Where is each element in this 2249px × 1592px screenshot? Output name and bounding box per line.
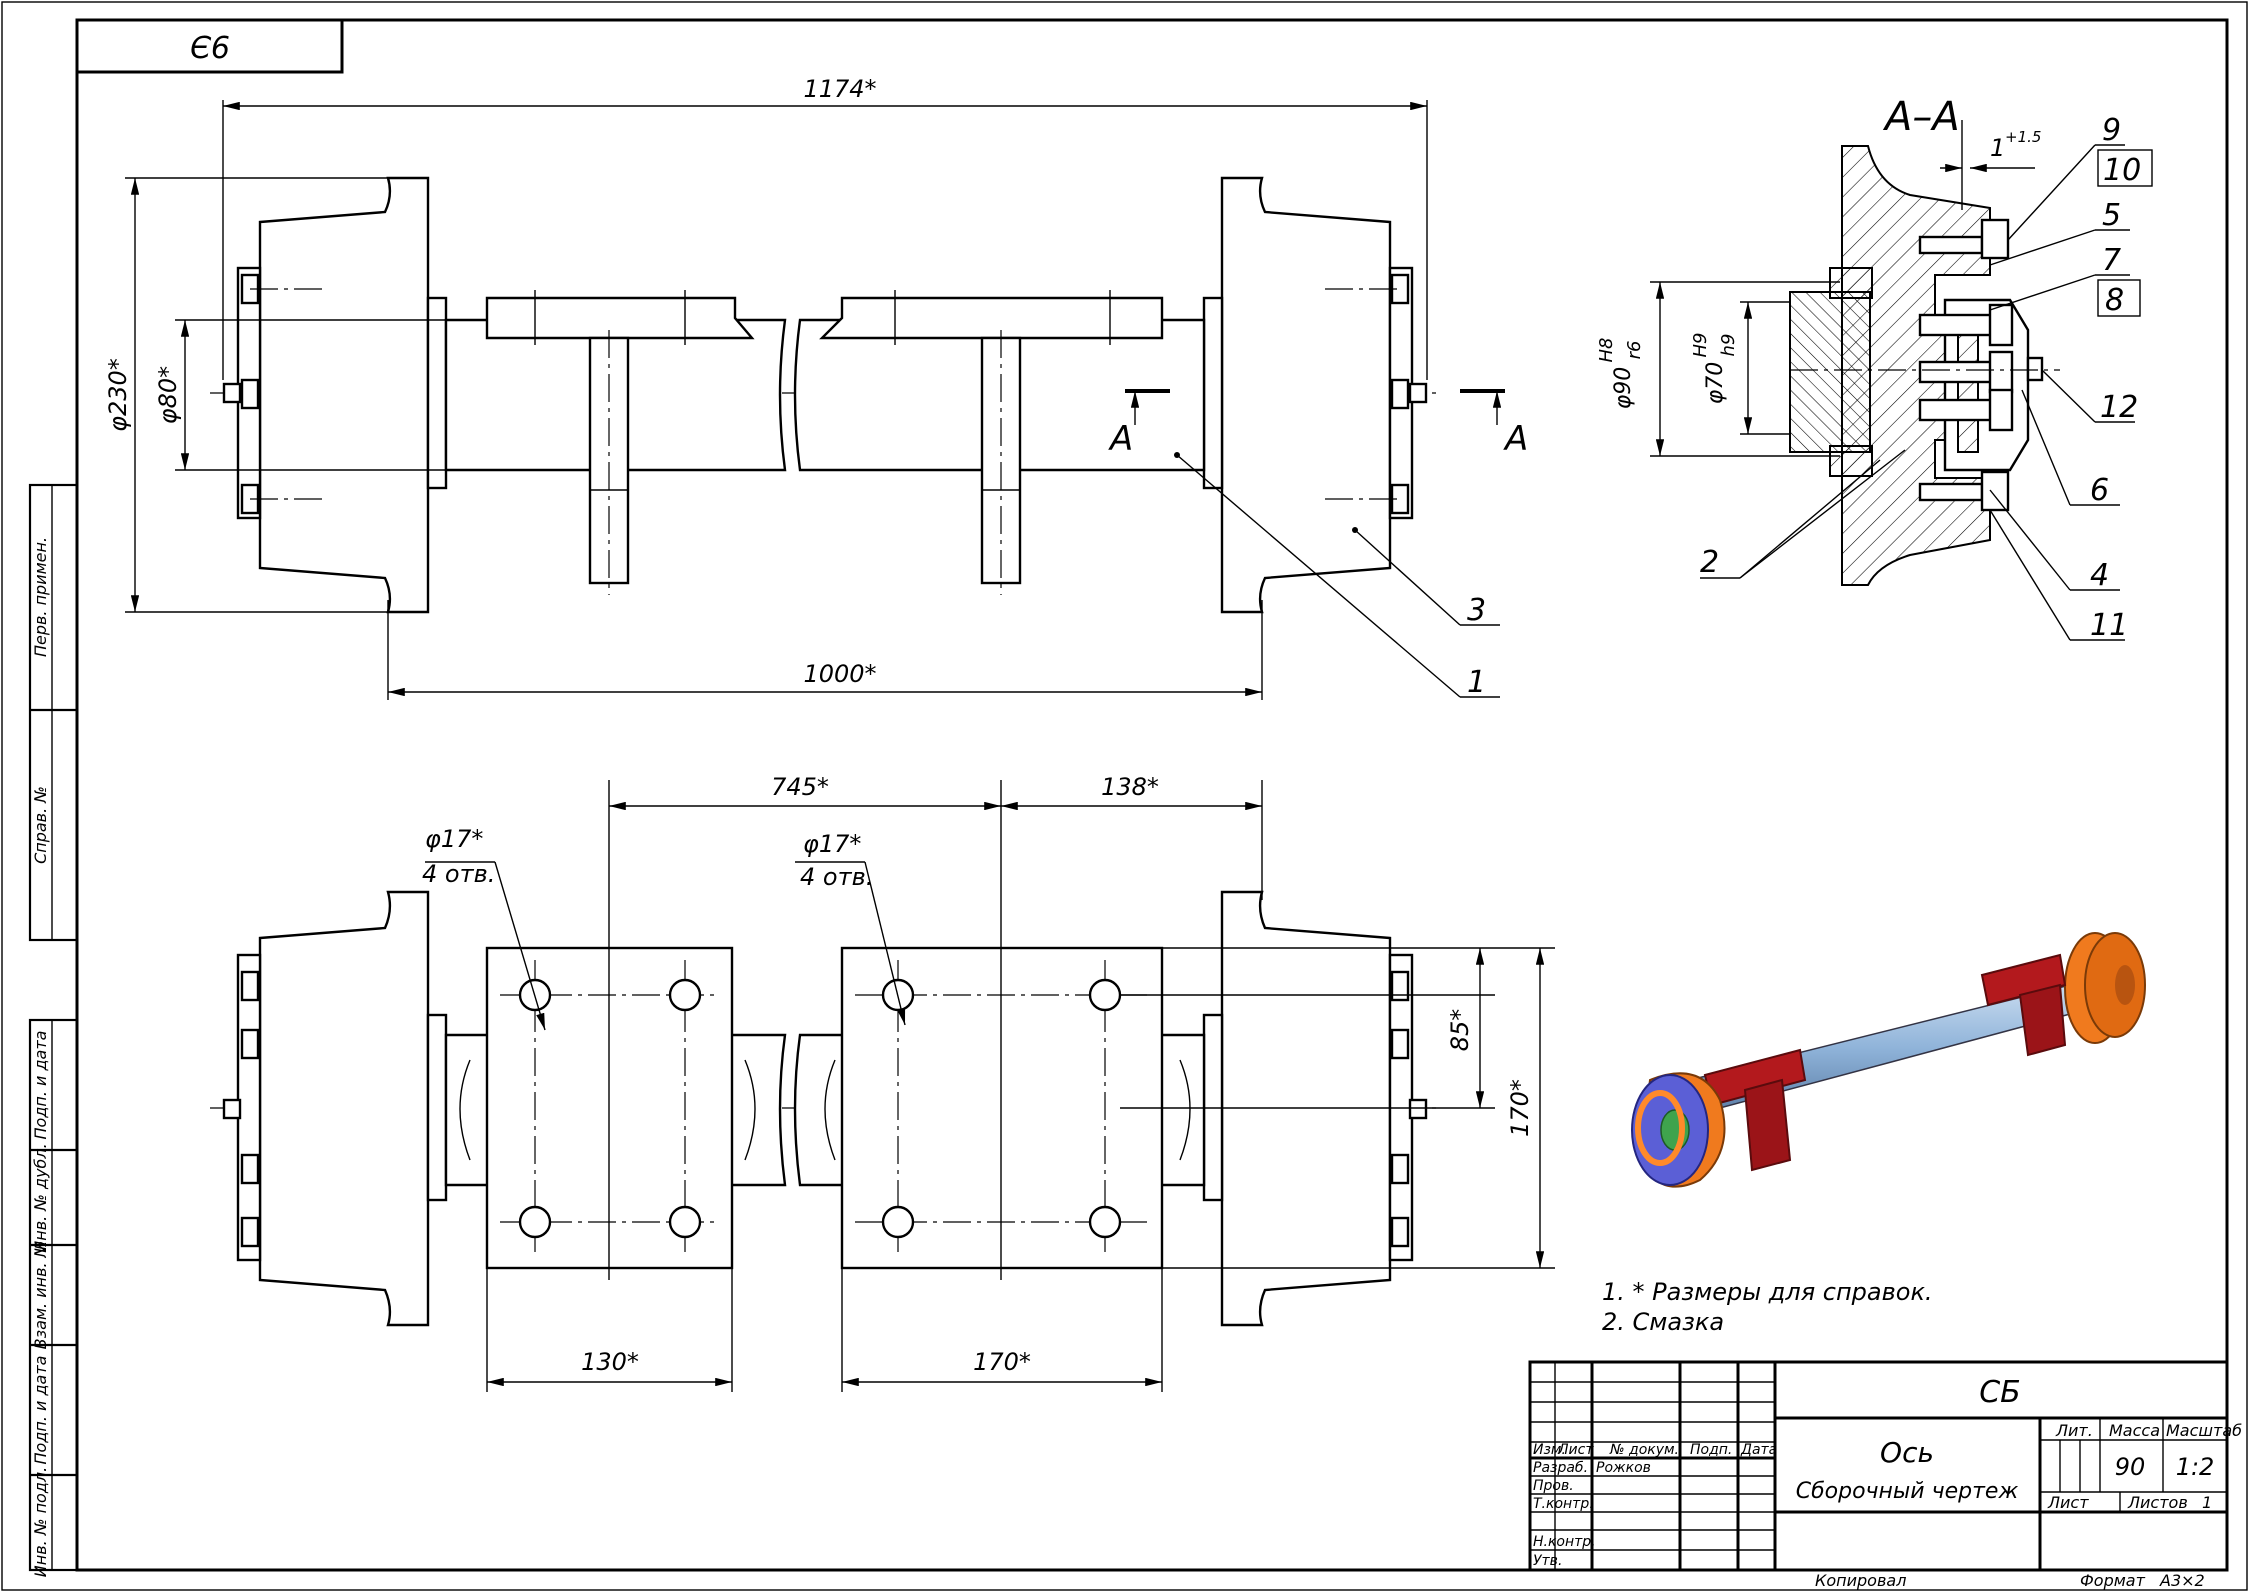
callout-3: 3 — [1467, 593, 1486, 628]
tb-col-list: Лист — [1557, 1442, 1594, 1458]
strip-label-1: Перв. примен. — [31, 537, 50, 657]
footer-format: A3×2 — [2159, 1571, 2205, 1590]
dim-d70-fit-upper: H9 — [1690, 333, 1711, 358]
plan-view: 745* 138* φ17* 4 отв. φ17* 4 отв. 85* 17… — [210, 773, 1555, 1392]
tb-doc-type: Сборочный чертеж — [1796, 1479, 2019, 1504]
tb-sheets-label: Листов — [2127, 1493, 2188, 1512]
tb-scale: 1:2 — [2176, 1453, 2215, 1481]
dim-gap: 1 — [1990, 134, 2005, 162]
dim-170-vertical: 170* — [1506, 1079, 1534, 1137]
callout-1: 1 — [1467, 665, 1486, 700]
tb-scale-label: Масштаб — [2166, 1421, 2242, 1440]
title-block: Изм. Лист № докум. Подп. Дата Разраб. Ро… — [1528, 1360, 2242, 1572]
callout-11: 11 — [2090, 608, 2128, 643]
top-stamp: 9Э — [75, 18, 344, 74]
tb-col-izm: Изм. — [1533, 1442, 1566, 1458]
dim-inner-length: 1000* — [803, 660, 876, 688]
dim-745: 745* — [771, 773, 829, 801]
section-title: A–A — [1882, 94, 1960, 140]
tb-role-ncontrol: Н.контр. — [1533, 1534, 1596, 1550]
dim-d70-fit-lower: h9 — [1718, 334, 1739, 357]
callout-5: 5 — [2102, 198, 2121, 233]
strip-label-4: Инв. № дубл. — [31, 1143, 50, 1252]
dim-hole1: φ17* — [425, 825, 483, 853]
strip-label-6: Подп. и дата — [31, 1356, 50, 1465]
callout-8: 8 — [2105, 283, 2124, 318]
dim-hole2: φ17* — [803, 830, 861, 858]
dim-hole2-qty: 4 отв. — [800, 863, 873, 891]
callout-10: 10 — [2103, 153, 2141, 188]
footer-copied: Копировал — [1815, 1571, 1906, 1590]
strip-label-2: Справ. № — [31, 786, 50, 864]
tb-mass-label: Масса — [2109, 1421, 2160, 1440]
tb-name: Ось — [1880, 1436, 1934, 1469]
isometric-model — [1631, 932, 2146, 1188]
left-strip: Перв. примен. Справ. № Подп. и дата Инв.… — [28, 483, 79, 1577]
tb-col-date: Дата — [1740, 1442, 1777, 1458]
dim-d90: φ90 — [1611, 367, 1636, 410]
tb-lit-label: Лит. — [2055, 1421, 2093, 1440]
dim-d90-fit-lower: r6 — [1624, 341, 1645, 360]
tb-col-doc: № докум. — [1609, 1442, 1679, 1458]
callout-7: 7 — [2102, 243, 2121, 278]
dim-d90-fit-upper: H8 — [1596, 338, 1617, 363]
tb-col-sign: Подп. — [1690, 1442, 1732, 1458]
callout-2: 2 — [1700, 545, 1719, 580]
callout-4: 4 — [2090, 558, 2109, 593]
dim-138: 138* — [1101, 773, 1159, 801]
section-mark-right: A — [1503, 419, 1528, 459]
dim-outer-dia: φ230* — [104, 358, 132, 432]
dim-85: 85* — [1446, 1009, 1474, 1052]
top-stamp-text: 9Э — [190, 28, 230, 63]
callout-6: 6 — [2090, 473, 2109, 508]
dim-d70: φ70 — [1703, 362, 1728, 405]
dim-hole1-qty: 4 отв. — [422, 860, 495, 888]
callout-12: 12 — [2100, 390, 2138, 425]
dim-overall-length: 1174* — [803, 75, 876, 103]
dim-170-horizontal: 170* — [973, 1348, 1031, 1376]
tb-role-tcontrol: Т.контр. — [1533, 1496, 1594, 1512]
tb-sheets: 1 — [2202, 1493, 2212, 1512]
footer-format-label: Формат — [2080, 1571, 2146, 1590]
tb-developer-name: Рожков — [1596, 1460, 1651, 1476]
strip-label-7: Инв. № подл. — [31, 1467, 50, 1577]
callout-9: 9 — [2102, 113, 2121, 148]
strip-label-5: Взам. инв. № — [31, 1241, 50, 1350]
dim-shaft-dia: φ80* — [154, 366, 182, 424]
note-2: 2. Смазка — [1602, 1308, 1724, 1336]
dim-130: 130* — [581, 1348, 639, 1376]
tb-sheet-label: Лист — [2047, 1493, 2089, 1512]
section-mark-left: A — [1108, 419, 1133, 459]
dim-gap-tol: +1.5 — [2005, 128, 2041, 146]
front-view: A A 1174* 1000* φ230* φ80* 1 3 — [104, 75, 1528, 700]
tb-designation: СБ — [1979, 1375, 2021, 1410]
note-1: 1. * Размеры для справок. — [1602, 1278, 1933, 1306]
tb-role-approve: Утв. — [1533, 1553, 1562, 1569]
section-a-a: A–A φ90 H8 r6 φ70 H9 h9 — [1596, 94, 2153, 643]
tb-role-developer: Разраб. — [1533, 1460, 1588, 1476]
right-bracket-3d — [1980, 953, 2067, 1007]
strip-label-3: Подп. и дата — [31, 1031, 50, 1140]
tb-role-checker: Пров. — [1533, 1478, 1574, 1494]
tb-mass: 90 — [2115, 1453, 2146, 1481]
